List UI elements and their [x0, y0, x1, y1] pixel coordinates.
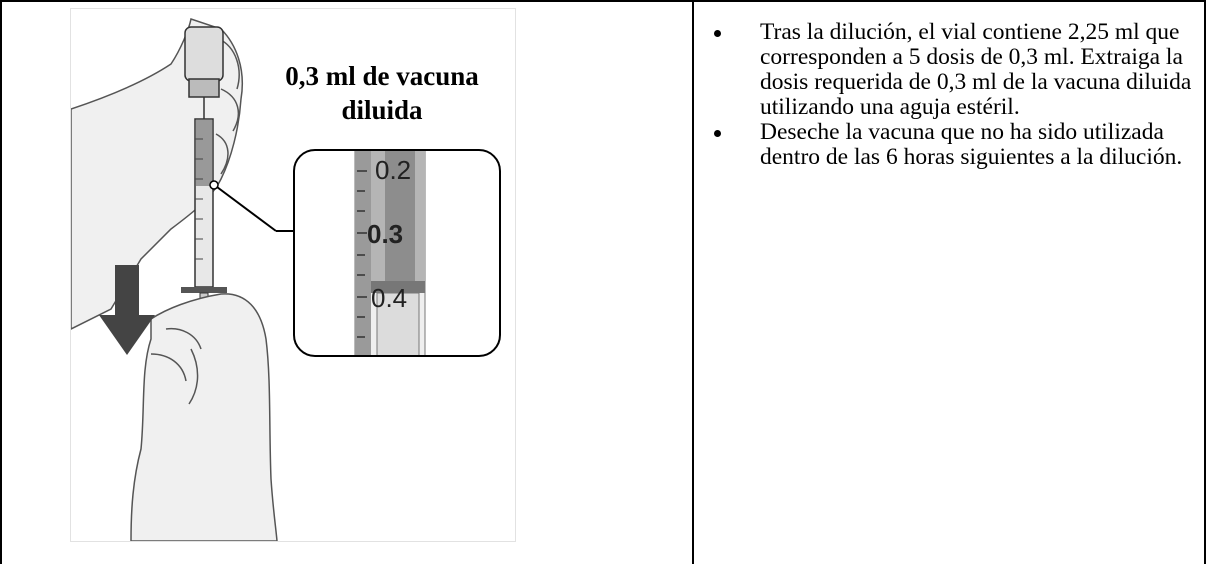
syringe-fill	[196, 120, 212, 186]
vial-cap	[188, 78, 220, 98]
syringe-magnified-callout: 0.2 0.3 0.4	[293, 149, 501, 357]
callout-anchor	[209, 180, 219, 190]
bullet-icon	[714, 130, 721, 137]
table-border-right	[1204, 0, 1206, 564]
table-border-top	[0, 0, 1206, 2]
instruction-text: Tras la dilución, el vial contiene 2,25 …	[760, 19, 1192, 120]
figure-caption: 0,3 ml de vacuna diluida	[285, 61, 479, 125]
hands-syringe-drawing	[71, 18, 359, 541]
callout-label-0-2: 0.2	[375, 155, 412, 185]
syringe-illustration: 0,3 ml de vacuna diluida	[70, 8, 516, 542]
callout-label-0-3: 0.3	[367, 219, 404, 249]
instruction-list: Tras la dilución, el vial contiene 2,25 …	[708, 20, 1198, 170]
bullet-icon	[714, 30, 721, 37]
table-border-left	[0, 0, 2, 564]
syringe-ticks	[195, 138, 203, 260]
down-arrow-shaft	[115, 265, 139, 319]
vial-body	[184, 26, 224, 82]
callout-leader	[216, 186, 277, 232]
table-column-divider	[692, 0, 694, 564]
instruction-item: Tras la dilución, el vial contiene 2,25 …	[708, 20, 1198, 120]
lower-hand	[130, 293, 278, 541]
instruction-text-cell: Tras la dilución, el vial contiene 2,25 …	[708, 20, 1198, 170]
magnified-barrel	[354, 151, 426, 355]
instruction-item: Deseche la vacuna que no ha sido utiliza…	[708, 120, 1198, 170]
instruction-text: Deseche la vacuna que no ha sido utiliza…	[760, 119, 1183, 170]
lower-hand-fingers	[150, 327, 202, 405]
syringe-flange	[181, 287, 227, 293]
callout-label-0-4: 0.4	[371, 283, 408, 313]
down-arrow-head	[99, 315, 155, 355]
